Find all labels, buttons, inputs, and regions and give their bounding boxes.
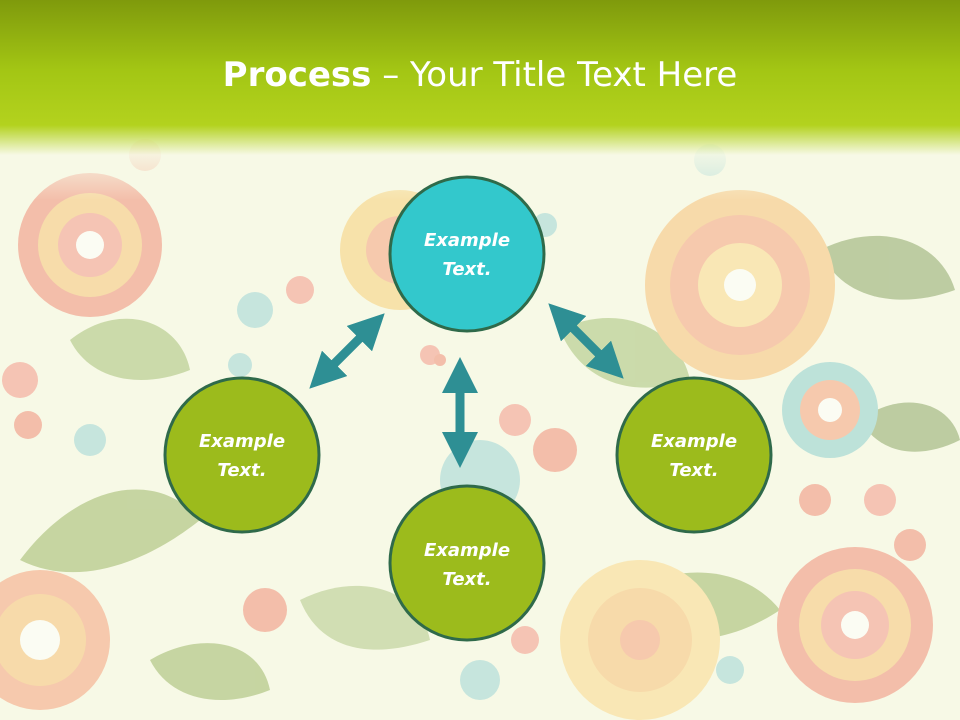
node-bottom-circle — [388, 484, 546, 642]
node-right-line1: Example — [651, 431, 737, 452]
node-top-circle — [388, 175, 546, 333]
title-rest: Your Title Text Here — [410, 55, 738, 95]
title-bar — [0, 0, 960, 200]
node-top-line2: Text. — [442, 259, 491, 280]
node-left: Example Text. — [163, 376, 321, 534]
arrow-top-left — [309, 313, 385, 389]
title-bold: Process — [222, 55, 372, 95]
slide-title: Process – Your Title Text Here — [0, 52, 960, 98]
node-bottom-line2: Text. — [442, 569, 491, 590]
node-left-line2: Text. — [217, 460, 266, 481]
node-top-line1: Example — [424, 230, 510, 251]
node-left-circle — [163, 376, 321, 534]
node-right-circle — [615, 376, 773, 534]
node-left-line1: Example — [199, 431, 285, 452]
node-bottom: Example Text. — [388, 484, 546, 642]
title-separator: – — [371, 55, 411, 95]
node-bottom-line1: Example — [424, 540, 510, 561]
node-top: Example Text. — [388, 175, 546, 333]
node-right: Example Text. — [615, 376, 773, 534]
node-right-line2: Text. — [669, 460, 718, 481]
arrow-top-right — [548, 303, 624, 379]
